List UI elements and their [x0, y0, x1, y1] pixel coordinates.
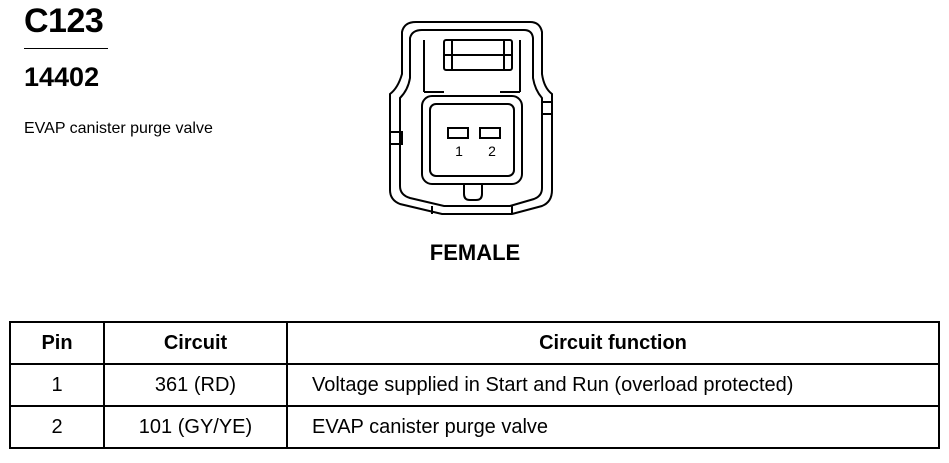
connector-gender-label: FEMALE: [429, 240, 521, 265]
part-number: 14402: [24, 62, 100, 92]
connector-face-drawing: 1 2: [389, 21, 553, 215]
table-row: 1 361 (RD) Voltage supplied in Start and…: [9, 363, 940, 407]
pin-cavity-label-1: 1: [455, 143, 463, 159]
connector-key: [463, 184, 483, 201]
component-description: EVAP canister purge valve: [24, 120, 213, 137]
connector-id: C123: [24, 2, 104, 40]
pin-column-header: Pin: [9, 321, 105, 365]
pin-cavity-2: [479, 127, 501, 139]
table-row: 2 101 (GY/YE) EVAP canister purge valve: [9, 405, 940, 449]
circuit-cell: 361 (RD): [103, 363, 288, 407]
cavity-block: [421, 95, 523, 185]
connector-outer-shell: [389, 21, 553, 215]
function-cell: EVAP canister purge valve: [286, 405, 940, 449]
function-column-header: Circuit function: [286, 321, 940, 365]
connector-id-underline: [24, 48, 108, 49]
function-cell: Voltage supplied in Start and Run (overl…: [286, 363, 940, 407]
pin-cell: 1: [9, 363, 105, 407]
circuit-cell: 101 (GY/YE): [103, 405, 288, 449]
connector-inner-shell: [399, 29, 543, 207]
pin-cavity-1: [447, 127, 469, 139]
pin-cell: 2: [9, 405, 105, 449]
circuit-column-header: Circuit: [103, 321, 288, 365]
pin-table-header-row: Pin Circuit Circuit function: [9, 321, 940, 365]
pin-cavity-label-2: 2: [488, 143, 496, 159]
pin-table: Pin Circuit Circuit function 1 361 (RD) …: [9, 321, 940, 449]
